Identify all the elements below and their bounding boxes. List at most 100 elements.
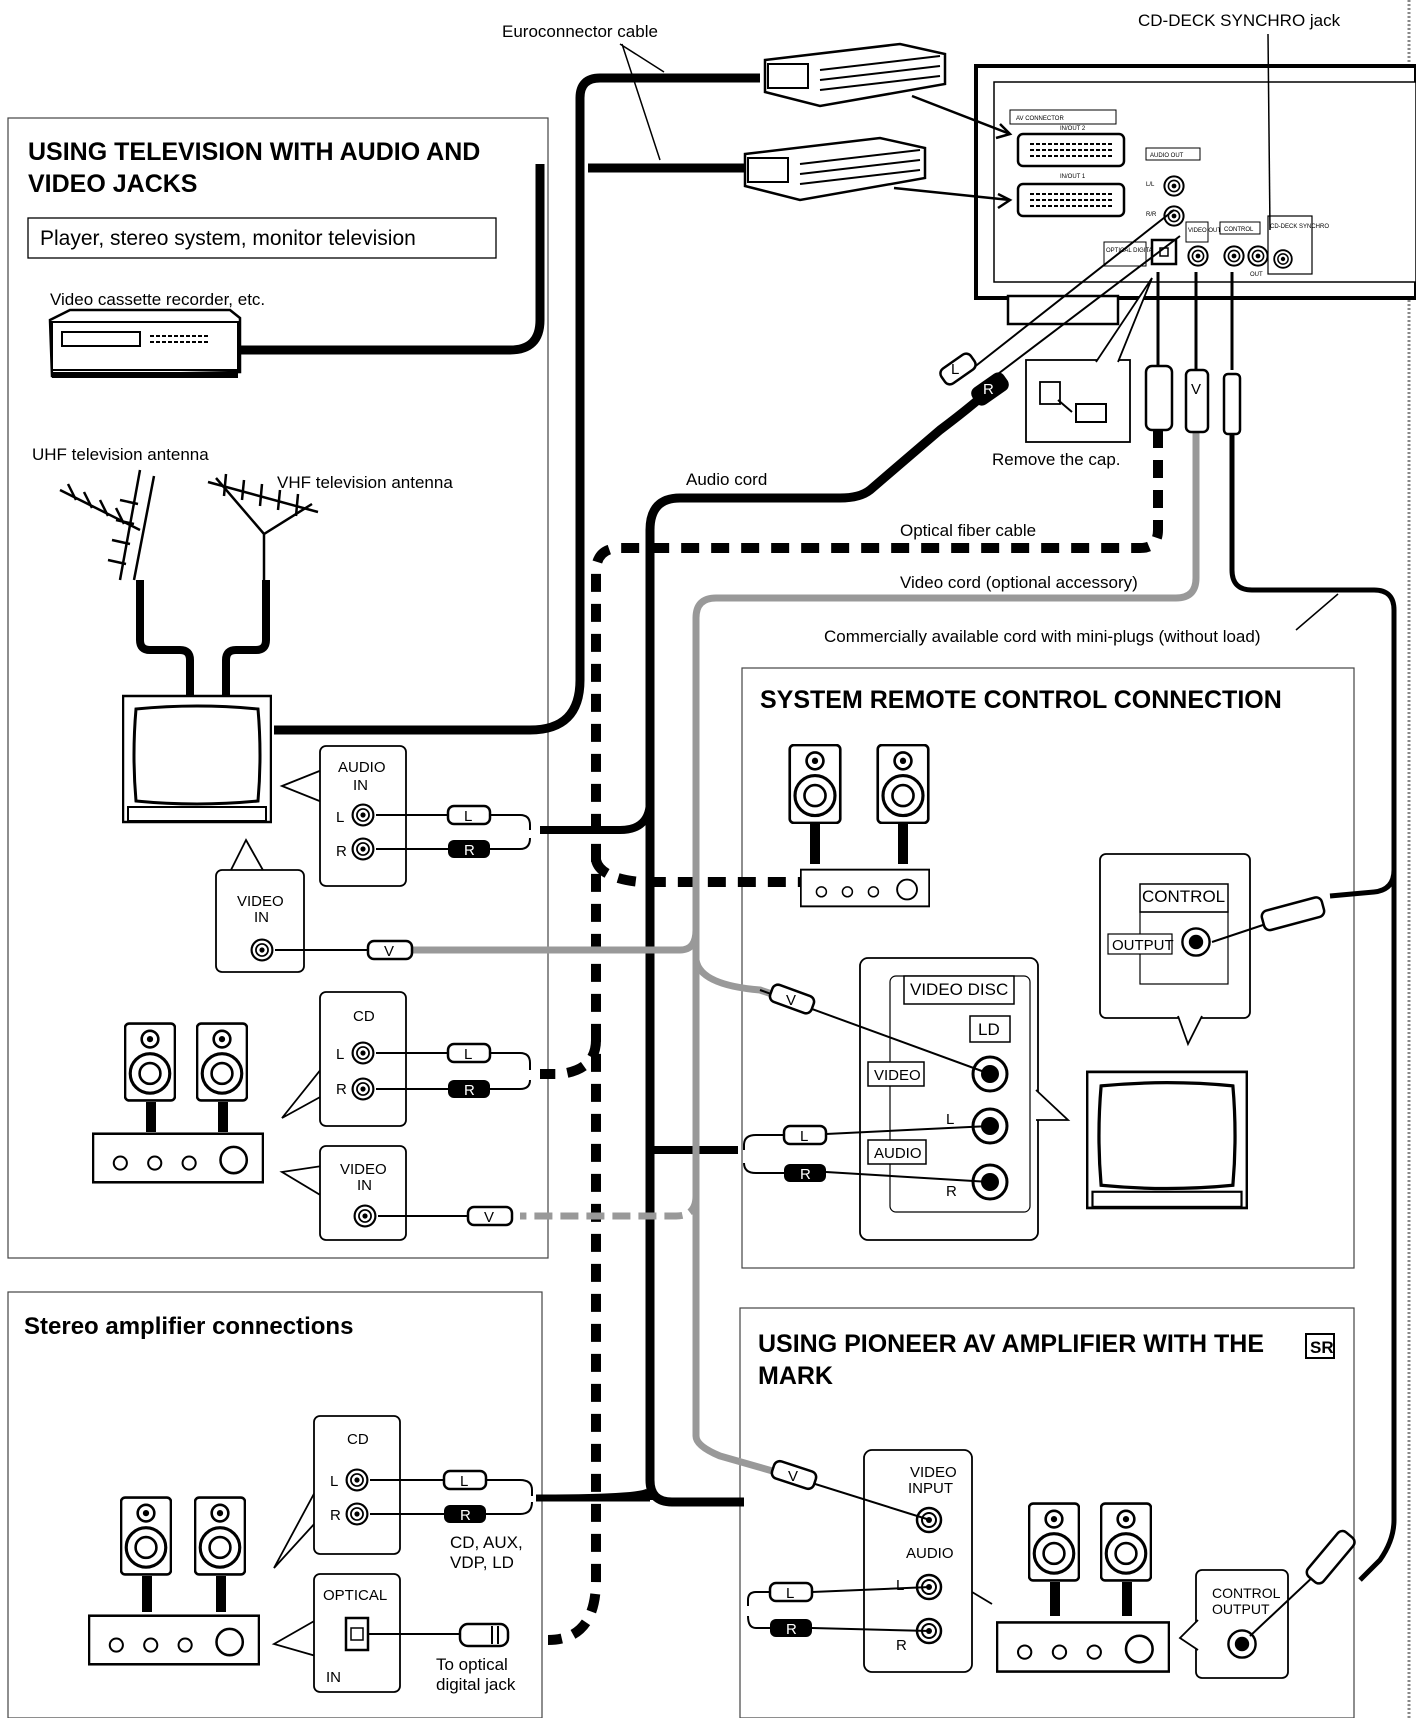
video-cord	[692, 430, 1200, 1480]
control-out-label: OUT	[1250, 272, 1263, 278]
stereo-optical-plug	[458, 1622, 510, 1648]
amp-video-plug	[466, 1205, 514, 1227]
av-amp-title-line2: MARK	[758, 1362, 833, 1390]
uhf-antenna-label: UHF television antenna	[32, 445, 209, 464]
stereo-to-optical-line1: To optical	[436, 1655, 508, 1674]
remote-section-box	[741, 667, 1355, 1269]
sr-mark-icon	[1305, 1333, 1335, 1359]
tv-section-cd-r-label: R	[336, 1081, 347, 1098]
av-amp-l-plug-text: L	[786, 1585, 794, 1602]
tv-audio-l-jack	[351, 803, 375, 827]
tv-audio-l-plug-text: L	[464, 808, 472, 825]
player-rear-panel: AV CONNECTOR IN/OUT 2 IN/OUT 1 AUDIO OUT…	[974, 64, 1416, 326]
vhf-antenna-icon	[207, 473, 319, 580]
tv-section-cd-l-label: L	[336, 1046, 344, 1063]
ld-label: LD	[978, 1020, 1000, 1039]
remote-speaker-left	[788, 744, 842, 824]
av-amp-r-plug	[770, 1619, 812, 1637]
tv-video-plug	[366, 939, 414, 961]
mini-plug-cord-label: Commercially available cord with mini-pl…	[824, 627, 1261, 646]
uhf-antenna-icon	[59, 469, 156, 581]
tv-video-in-label-2: IN	[254, 909, 269, 926]
av-amp-control-output-label-1: CONTROL	[1212, 1585, 1281, 1601]
amp-video-in-label-1: VIDEO	[340, 1161, 387, 1178]
video-out-jack	[1187, 245, 1209, 267]
remote-section-title: SYSTEM REMOTE CONTROL CONNECTION	[760, 686, 1282, 714]
scart-socket-1	[1016, 182, 1126, 218]
tv-section-cd-r-plug-text: R	[464, 1082, 475, 1099]
vhf-antenna-label: VHF television antenna	[277, 473, 453, 492]
video-disc-r-plug-text: R	[800, 1166, 811, 1183]
tv-audio-r-plug-text: R	[464, 842, 475, 859]
audio-plug-l	[939, 352, 977, 386]
euroconnector-cable-label: Euroconnector cable	[502, 22, 658, 41]
vcr-label: Video cassette recorder, etc.	[50, 290, 265, 309]
audio-out-l-jack	[1163, 175, 1185, 197]
remote-output-label: OUTPUT	[1112, 937, 1174, 954]
stereo-cd-r-plug-text: R	[460, 1507, 471, 1524]
stereo-cd-l-jack	[345, 1468, 369, 1492]
tv-video-in-jack	[250, 938, 274, 962]
cd-deck-synchro-jack-label: CD-DECK SYNCHRO jack	[1138, 11, 1341, 30]
stereo-cd-r-plug	[444, 1505, 486, 1523]
av-amp-l-label: L	[896, 1577, 904, 1594]
remote-control-output-jack	[1181, 927, 1211, 957]
tv-video-plug-text: V	[384, 943, 394, 960]
av-amp-video-input-label-1: VIDEO	[910, 1464, 957, 1481]
tv-section-box	[7, 117, 549, 1259]
stereo-cd-r-jack	[345, 1502, 369, 1526]
optical-fiber-label: Optical fiber cable	[900, 521, 1036, 540]
remote-mini-plug	[1260, 896, 1326, 932]
scart-plug-1	[763, 42, 947, 108]
audio-cord-label: Audio cord	[686, 470, 767, 489]
optical-out-label: OPTICAL DIGITAL OUT	[1106, 248, 1170, 254]
av-amp-mini-plug	[1305, 1529, 1356, 1585]
scart-plug-2	[743, 136, 927, 202]
av-amp-input-panel	[863, 1449, 973, 1673]
tv-section-cd-r-jack	[351, 1077, 375, 1101]
video-out-label: VIDEO OUT	[1188, 228, 1221, 234]
tv-section-amplifier	[92, 1132, 264, 1184]
control-in-jack	[1223, 245, 1245, 267]
av-amp-speaker-right	[1100, 1502, 1152, 1582]
av-amp-control-output-label-2: OUTPUT	[1212, 1601, 1270, 1617]
stereo-inputs-line1: CD, AUX,	[450, 1533, 523, 1552]
amp-video-plug-text: V	[484, 1209, 494, 1226]
video-disc-r-plug	[784, 1164, 826, 1182]
video-disc-l-plug-text: L	[800, 1128, 808, 1145]
stereo-inputs-line2: VDP, LD	[450, 1553, 514, 1572]
tv-video-in-label-1: VIDEO	[237, 893, 284, 910]
audio-out-label: AUDIO OUT	[1150, 153, 1184, 159]
tv-section-cd-r-plug	[448, 1080, 490, 1098]
stereo-amplifier	[88, 1614, 260, 1666]
stereo-speaker-right	[194, 1496, 246, 1576]
stereo-speaker-left	[120, 1496, 172, 1576]
tv-section-cd-l-jack	[351, 1041, 375, 1065]
audio-out-l-label: L/L	[1146, 182, 1155, 188]
audio-plug-r	[971, 372, 1009, 406]
audio-plug-r-text: R	[983, 381, 994, 398]
euroconnector-cable-1	[274, 73, 760, 735]
cd-deck-synchro-jack	[1273, 249, 1293, 269]
tv-illustration	[122, 694, 272, 824]
video-disc-video-plug	[768, 983, 816, 1015]
remote-control-label: CONTROL	[1142, 887, 1225, 906]
optical-plug	[1144, 364, 1174, 432]
tv-section-speaker-right	[196, 1022, 248, 1102]
audio-plug-l-text: L	[951, 361, 959, 378]
uhf-antenna-cable	[136, 580, 194, 700]
av-amp-speaker-left	[1028, 1502, 1080, 1582]
stereo-to-optical-line2: digital jack	[436, 1675, 516, 1694]
audio-out-r-label: R/R	[1146, 212, 1157, 218]
tv-audio-r-jack	[351, 837, 375, 861]
optical-fiber-cable	[547, 430, 1163, 1645]
vcr-illustration	[48, 308, 242, 378]
control-label: CONTROL	[1224, 227, 1254, 233]
tv-section-speaker-left	[124, 1022, 176, 1102]
stereo-optical-in-label: IN	[326, 1669, 341, 1686]
scart-socket-2	[1016, 132, 1126, 168]
tv-audio-l-label: L	[336, 809, 344, 826]
av-amp-r-plug-text: R	[786, 1621, 797, 1638]
tv-section-title-line2: VIDEO JACKS	[28, 170, 197, 198]
